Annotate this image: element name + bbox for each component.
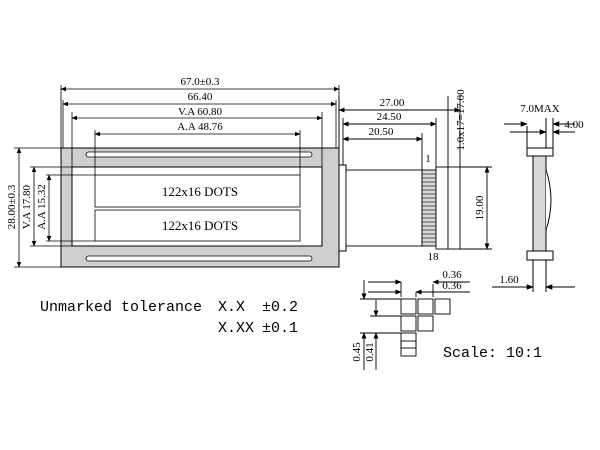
dim-side-base: 1.60 bbox=[499, 274, 519, 286]
dim-va-height: V.A 17.80 bbox=[21, 184, 33, 229]
dim-dot-size-2: 0.36 bbox=[442, 280, 462, 292]
display-row-label-2: 122x16 DOTS bbox=[162, 218, 238, 233]
dot-detail bbox=[360, 279, 470, 370]
top-dimensions bbox=[60, 85, 340, 175]
tolerance-label: Unmarked tolerance bbox=[40, 299, 203, 316]
side-profile-view bbox=[492, 118, 575, 292]
dim-dot-pitch-1: 0.45 bbox=[351, 342, 363, 362]
tolerance-two-decimal-value: ±0.1 bbox=[262, 320, 299, 337]
dim-active-area-width: A.A 48.76 bbox=[177, 121, 223, 133]
dim-dot-pitch-2: 0.41 bbox=[364, 342, 376, 361]
tolerance-one-decimal-format: X.X bbox=[218, 299, 246, 316]
module-side-tab bbox=[338, 164, 347, 252]
dim-overall-height: 28.00±0.3 bbox=[6, 184, 18, 229]
dim-overall-width: 67.0±0.3 bbox=[180, 76, 220, 88]
dim-side-offset: 4.00 bbox=[564, 119, 584, 131]
pin-1-label: 1 bbox=[425, 153, 431, 165]
scale-label: Scale: 10:1 bbox=[443, 345, 543, 362]
pin-header bbox=[421, 169, 437, 247]
dim-aa-height: A.A 15.32 bbox=[36, 184, 48, 230]
display-row-box-2 bbox=[94, 209, 301, 242]
tolerance-two-decimal-format: X.XX bbox=[218, 320, 255, 337]
pcb-tail bbox=[345, 169, 423, 247]
bezel-slot-top bbox=[85, 151, 313, 158]
connector-outline bbox=[447, 166, 461, 250]
tolerance-one-decimal-value: ±0.2 bbox=[262, 299, 299, 316]
display-row-label-1: 122x16 DOTS bbox=[162, 184, 238, 199]
dim-dot-size-1: 0.36 bbox=[442, 269, 462, 281]
pin-18-label: 18 bbox=[428, 251, 440, 263]
left-dimensions bbox=[14, 147, 95, 268]
connector-frame bbox=[435, 166, 449, 250]
dim-to-pin-row: 24.50 bbox=[377, 111, 402, 123]
dim-viewing-area-width: V.A 60.80 bbox=[178, 106, 223, 118]
bezel-slot-bottom bbox=[85, 255, 313, 262]
dim-bezel-width: 66.40 bbox=[188, 91, 213, 103]
pcb-side bbox=[338, 96, 492, 250]
dim-to-pcb-edge: 27.00 bbox=[380, 97, 405, 109]
dim-to-pin-start: 20.50 bbox=[369, 126, 394, 138]
pin-lines bbox=[422, 173, 436, 243]
dim-pin-span: 19.00 bbox=[474, 195, 486, 220]
dim-thickness: 7.0MAX bbox=[520, 103, 559, 115]
display-row-box-1 bbox=[94, 174, 301, 208]
front-view: 122x16 DOTS 122x16 DOTS bbox=[60, 147, 347, 268]
dim-pin-pitch: 1.0x17=17.00 bbox=[455, 89, 467, 151]
